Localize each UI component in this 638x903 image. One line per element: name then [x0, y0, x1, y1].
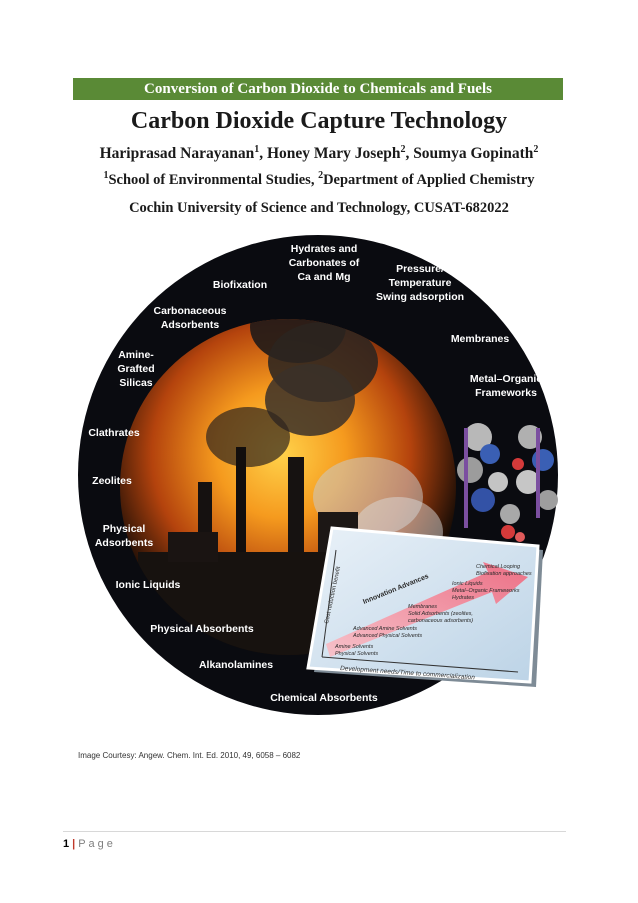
affiliation-line: 1School of Environmental Studies, 2Depar… [0, 170, 638, 189]
affiliation-2: Department of Applied Chemistry [323, 172, 535, 188]
page-label: Page [78, 838, 116, 850]
inset-text: carbonaceous adsorbents) [408, 618, 473, 624]
svg-text:Carbonates of: Carbonates of [289, 257, 360, 269]
figure-svg: Cost reduction benefit Development needs… [78, 235, 558, 715]
label-metal-organic-frameworks: Metal–Organic Frameworks [470, 373, 543, 399]
svg-text:Biofixation: Biofixation [213, 279, 267, 291]
author-name: Soumya Gopinath [413, 145, 534, 162]
svg-text:Swing adsorption: Swing adsorption [376, 291, 464, 303]
svg-text:Physical Absorbents: Physical Absorbents [150, 623, 254, 635]
footer-separator: | [72, 838, 76, 850]
inset-text: Membranes [408, 604, 437, 610]
header-banner: Conversion of Carbon Dioxide to Chemical… [73, 78, 563, 100]
affiliation-1: School of Environmental Studies, [108, 172, 319, 188]
inset-text: Amine Solvents [334, 644, 373, 650]
author-superscript: 1 [254, 143, 260, 155]
svg-text:Silicas: Silicas [119, 377, 152, 389]
label-amine-grafted-silicas: Amine- Grafted Silicas [117, 349, 154, 389]
inset-text: Ionic Liquids [452, 581, 483, 587]
figure-caption: Image Courtesy: Angew. Chem. Int. Ed. 20… [78, 751, 301, 760]
label-alkanolamines: Alkanolamines [199, 659, 273, 671]
inset-text: Advanced Amine Solvents [352, 626, 417, 632]
svg-text:Pressure/: Pressure/ [396, 263, 444, 275]
svg-text:Ionic Liquids: Ionic Liquids [116, 579, 181, 591]
label-biofixation: Biofixation [213, 279, 267, 291]
svg-text:Membranes: Membranes [451, 333, 510, 345]
label-pressure-temperature-swing: Pressure/ Temperature Swing adsorption [376, 263, 464, 303]
author-superscript: 2 [533, 143, 539, 155]
author-name: Hariprasad Narayanan [99, 145, 255, 162]
co2-capture-figure: Cost reduction benefit Development needs… [78, 232, 578, 732]
page-number: 1 [63, 838, 70, 850]
svg-text:Carbonaceous: Carbonaceous [154, 305, 227, 317]
svg-text:Clathrates: Clathrates [88, 427, 140, 439]
label-chemical-absorbents: Chemical Absorbents [270, 692, 378, 704]
label-ionic-liquids: Ionic Liquids [116, 579, 181, 591]
inset-text: Biofixation approaches [476, 571, 532, 577]
inset-text: Metal–Organic Frameworks [452, 588, 520, 594]
svg-text:Alkanolamines: Alkanolamines [199, 659, 273, 671]
inset-text: Hydrates [452, 595, 474, 601]
svg-text:Zeolites: Zeolites [92, 475, 132, 487]
label-hydrates-carbonates: Hydrates and Carbonates of Ca and Mg [289, 243, 360, 283]
svg-text:Hydrates and: Hydrates and [291, 243, 358, 255]
affiliation-superscript: 1 [103, 170, 109, 182]
label-carbonaceous-adsorbents: Carbonaceous Adsorbents [154, 305, 227, 331]
author-name: Honey Mary Joseph [266, 145, 401, 162]
affiliation-superscript: 2 [318, 170, 324, 182]
svg-text:Frameworks: Frameworks [475, 387, 537, 399]
svg-text:Amine-: Amine- [118, 349, 154, 361]
svg-text:Chemical Absorbents: Chemical Absorbents [270, 692, 378, 704]
svg-text:Adsorbents: Adsorbents [161, 319, 220, 331]
svg-text:Temperature: Temperature [389, 277, 452, 289]
svg-text:Ca and Mg: Ca and Mg [297, 271, 350, 283]
svg-text:Grafted: Grafted [117, 363, 154, 375]
svg-text:Physical: Physical [103, 523, 146, 535]
label-physical-absorbents: Physical Absorbents [150, 623, 254, 635]
label-membranes: Membranes [451, 333, 510, 345]
inset-text: Advanced Physical Solvents [352, 633, 422, 639]
author-line: Hariprasad Narayanan1, Honey Mary Joseph… [99, 143, 539, 162]
label-physical-adsorbents: Physical Adsorbents [95, 523, 154, 549]
author-superscript: 2 [400, 143, 406, 155]
inset-text: Physical Solvents [335, 651, 378, 657]
svg-text:Adsorbents: Adsorbents [95, 537, 154, 549]
university-line: Cochin University of Science and Technol… [129, 200, 509, 216]
mof-model [457, 423, 558, 542]
label-clathrates: Clathrates [88, 427, 140, 439]
inset-text: Solid Adsorbents (zeolites, [408, 611, 473, 617]
inset-chart: Cost reduction benefit Development needs… [306, 526, 543, 687]
footer-divider [63, 831, 566, 832]
svg-text:Metal–Organic: Metal–Organic [470, 373, 543, 385]
paper-title: Carbon Dioxide Capture Technology [130, 108, 508, 134]
label-zeolites: Zeolites [92, 475, 132, 487]
inset-text: Chemical Looping [476, 564, 521, 570]
page-footer: 1|Page [63, 838, 116, 850]
